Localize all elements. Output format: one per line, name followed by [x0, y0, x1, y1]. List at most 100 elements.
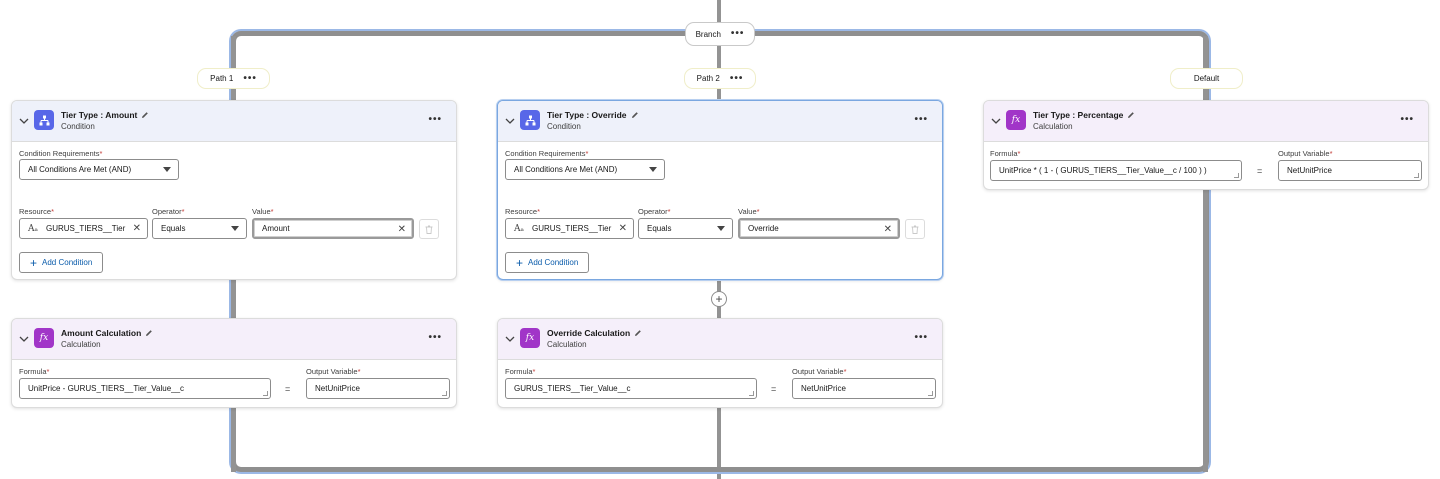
operator-select[interactable]: Equals [638, 218, 733, 239]
resize-handle-icon[interactable] [1414, 173, 1419, 178]
resource-value: GURUS_TIERS__Tier [45, 224, 126, 233]
card-type: Calculation [1033, 122, 1073, 131]
pencil-icon[interactable] [141, 111, 149, 119]
add-condition-button[interactable]: + Add Condition [505, 252, 590, 273]
equals-sign: = [1257, 166, 1263, 176]
requirements-value: All Conditions Are Met (AND) [28, 165, 132, 174]
requirements-select[interactable]: All Conditions Are Met (AND) [19, 159, 179, 180]
value-text: Amount [262, 224, 290, 233]
card-title-text: Tier Type : Percentage [1033, 110, 1124, 120]
more-actions-icon[interactable]: ••• [428, 332, 442, 343]
default-connector-lower [1203, 190, 1208, 472]
operator-value: Equals [647, 224, 672, 233]
operator-label: Operator* [638, 207, 671, 216]
requirements-value: All Conditions Are Met (AND) [514, 165, 618, 174]
card-title: Tier Type : Override [547, 110, 639, 120]
resource-label: Resource* [19, 207, 55, 216]
card-type: Calculation [61, 340, 101, 349]
pencil-icon[interactable] [634, 329, 642, 337]
card-header: fx Tier Type : Percentage Calculation ••… [984, 101, 1428, 142]
path2-more-icon[interactable]: ••• [729, 72, 744, 84]
delete-icon[interactable] [905, 219, 925, 239]
formula-label: Formula* [19, 367, 50, 376]
card-type: Condition [547, 122, 581, 131]
output-value: NetUnitPrice [801, 384, 846, 393]
chevron-down-icon[interactable] [991, 116, 1001, 126]
pencil-icon[interactable] [1127, 111, 1135, 119]
card-header: Tier Type : Amount Condition ••• [12, 101, 456, 142]
plus-icon: + [30, 255, 38, 270]
more-actions-icon[interactable]: ••• [914, 114, 928, 125]
value-label: Value* [252, 207, 274, 216]
resource-label: Resource* [505, 207, 541, 216]
pencil-icon[interactable] [631, 111, 639, 119]
output-field[interactable]: NetUnitPrice [306, 378, 450, 399]
more-actions-icon[interactable]: ••• [914, 332, 928, 343]
caret-down-icon [231, 226, 239, 231]
card-title: Tier Type : Amount [61, 110, 149, 120]
resource-field[interactable]: Aₐ GURUS_TIERS__Tier ✕ [505, 218, 634, 239]
resize-handle-icon[interactable] [263, 391, 268, 396]
path2-pill[interactable]: Path 2 ••• [684, 68, 756, 89]
path1-more-icon[interactable]: ••• [243, 72, 257, 84]
clear-icon[interactable]: ✕ [618, 223, 627, 234]
card-type: Condition [61, 122, 95, 131]
more-actions-icon[interactable]: ••• [1400, 114, 1414, 125]
add-condition-label: Add Condition [42, 258, 93, 267]
resize-handle-icon[interactable] [928, 391, 933, 396]
path1-connector-bottom [231, 408, 236, 472]
requirements-select[interactable]: All Conditions Are Met (AND) [505, 159, 665, 180]
formula-field[interactable]: UnitPrice - GURUS_TIERS__Tier_Value__c [19, 378, 271, 399]
delete-icon[interactable] [419, 219, 439, 239]
card-header: Tier Type : Override Condition ••• [498, 101, 942, 142]
chevron-down-icon[interactable] [19, 334, 29, 344]
output-field[interactable]: NetUnitPrice [792, 378, 936, 399]
card-title-text: Override Calculation [547, 328, 631, 338]
resize-handle-icon[interactable] [442, 391, 447, 396]
chevron-down-icon[interactable] [19, 116, 29, 126]
add-condition-button[interactable]: + Add Condition [19, 252, 104, 273]
value-field[interactable]: Override ✕ [738, 218, 900, 239]
requirements-label: Condition Requirements* [505, 149, 589, 158]
plus-icon: + [516, 255, 524, 270]
output-field[interactable]: NetUnitPrice [1278, 160, 1422, 181]
percentage-calculation-card[interactable]: fx Tier Type : Percentage Calculation ••… [983, 100, 1429, 190]
override-condition-card[interactable]: Tier Type : Override Condition ••• Condi… [497, 100, 943, 280]
formula-value: GURUS_TIERS__Tier_Value__c [514, 384, 631, 393]
default-pill[interactable]: Default [1170, 68, 1243, 89]
override-calculation-card[interactable]: fx Override Calculation Calculation ••• … [497, 318, 943, 408]
clear-icon[interactable]: ✕ [883, 224, 892, 235]
add-element-icon[interactable]: + [711, 291, 727, 307]
resize-handle-icon[interactable] [749, 391, 754, 396]
resource-field[interactable]: Aₐ GURUS_TIERS__Tier ✕ [19, 218, 148, 239]
value-field[interactable]: Amount ✕ [252, 218, 414, 239]
chevron-down-icon[interactable] [505, 116, 515, 126]
clear-icon[interactable]: ✕ [132, 223, 141, 234]
caret-down-icon [717, 226, 725, 231]
branch-more-icon[interactable]: ••• [730, 28, 745, 39]
branch-label: Branch [695, 29, 721, 39]
card-header: fx Amount Calculation Calculation ••• [12, 319, 456, 360]
value-text: Override [748, 224, 779, 233]
chevron-down-icon[interactable] [505, 334, 515, 344]
formula-label: Formula* [990, 149, 1021, 158]
card-title: Override Calculation [547, 328, 642, 338]
path1-pill[interactable]: Path 1 ••• [197, 68, 270, 89]
card-title-text: Tier Type : Override [547, 110, 627, 120]
amount-condition-card[interactable]: Tier Type : Amount Condition ••• Conditi… [11, 100, 457, 280]
amount-calculation-card[interactable]: fx Amount Calculation Calculation ••• Fo… [11, 318, 457, 408]
pencil-icon[interactable] [145, 329, 153, 337]
operator-select[interactable]: Equals [152, 218, 247, 239]
formula-value: UnitPrice - GURUS_TIERS__Tier_Value__c [28, 384, 185, 393]
path1-connector-lower [231, 280, 236, 320]
resize-handle-icon[interactable] [1234, 173, 1239, 178]
add-condition-label: Add Condition [528, 258, 579, 267]
formula-value: UnitPrice * ( 1 - ( GURUS_TIERS__Tier_Va… [999, 166, 1207, 175]
formula-field[interactable]: GURUS_TIERS__Tier_Value__c [505, 378, 757, 399]
more-actions-icon[interactable]: ••• [428, 114, 442, 125]
clear-icon[interactable]: ✕ [397, 224, 406, 235]
formula-field[interactable]: UnitPrice * ( 1 - ( GURUS_TIERS__Tier_Va… [990, 160, 1242, 181]
branch-pill[interactable]: Branch ••• [685, 22, 755, 46]
caret-down-icon [649, 167, 657, 172]
card-title-text: Tier Type : Amount [61, 110, 138, 120]
